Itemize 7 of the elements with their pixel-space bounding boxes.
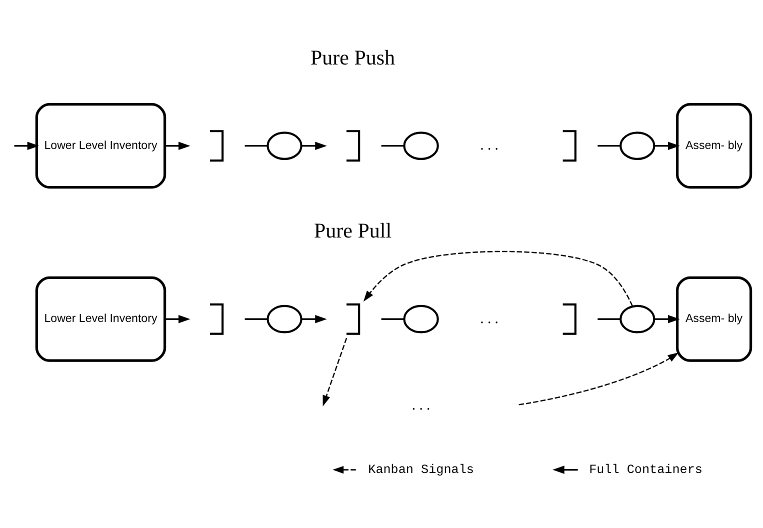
legend-label: Full Containers [588, 462, 702, 477]
label: . . . [411, 397, 430, 414]
label: . . . [480, 137, 498, 154]
legend-label: Kanban Signals [368, 462, 474, 477]
label: Pure Push [310, 44, 395, 69]
label: Pure Pull [313, 218, 392, 242]
label: . . . [480, 310, 498, 326]
